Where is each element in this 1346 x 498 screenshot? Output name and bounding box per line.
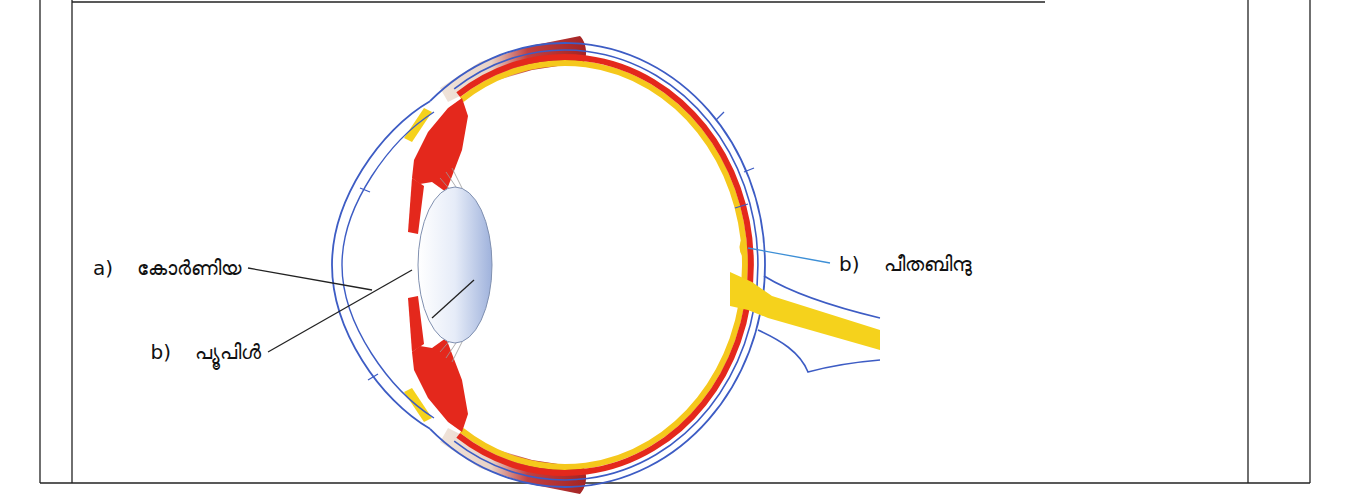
label-group: b) പീതബിന്ദു [838, 251, 972, 277]
leader-lines [248, 268, 474, 352]
ciliary-body [412, 98, 468, 192]
optic-nerve-sheath [758, 330, 880, 372]
cornea [332, 101, 430, 429]
fovea [741, 238, 744, 256]
item-letter: b) [838, 251, 861, 277]
item-letter: a) [92, 255, 114, 281]
table-frame [40, 0, 1310, 483]
item-letter: b) [150, 339, 173, 365]
lens [418, 187, 492, 343]
iris [408, 296, 424, 352]
part-label: പീതബിന്ദു [883, 251, 972, 277]
optic-nerve-sheath [764, 276, 880, 318]
leader-line [748, 248, 830, 263]
optic-nerve [730, 272, 880, 350]
part-label: കോർണിയ [136, 255, 242, 281]
ciliary-body [412, 338, 468, 432]
label-group: b) പ്യൂപിൾ [150, 339, 263, 365]
part-label: പ്യൂപിൾ [194, 339, 262, 365]
label-group: a) കോർണിയ [92, 255, 242, 281]
iris [408, 178, 424, 234]
